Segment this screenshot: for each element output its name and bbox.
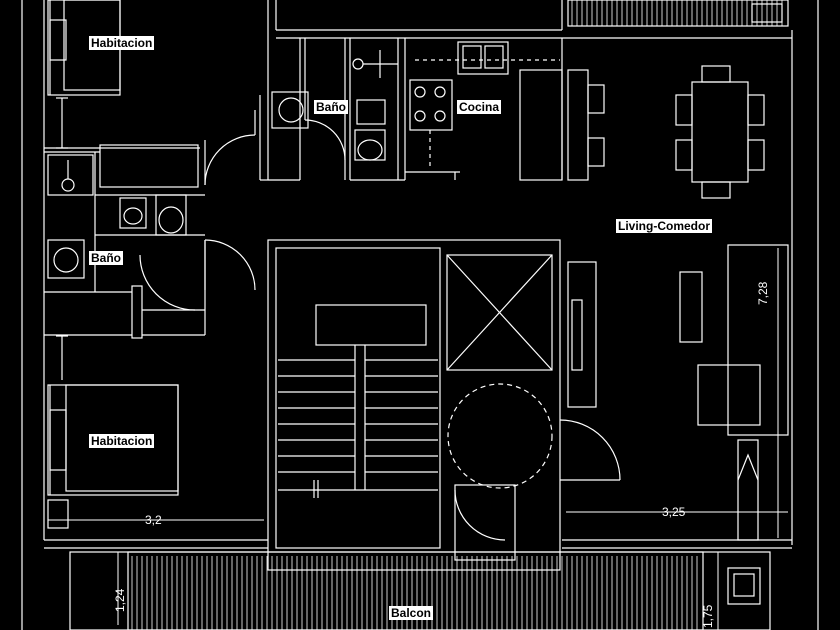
bedroom-top-furniture [47, 0, 121, 149]
dimension-balcony-left: 1,24 [113, 588, 127, 612]
dimension-living-width: 3,25 [662, 505, 686, 519]
stairwell [267, 239, 561, 571]
elevator-shaft [446, 254, 621, 561]
dimension-living-depth: 7,28 [756, 281, 770, 305]
exterior-walls [21, 0, 819, 630]
room-label-bedroom-bottom: Habitacion [89, 434, 155, 448]
interior-walls [44, 38, 460, 339]
room-label-kitchen: Cocina [457, 100, 502, 114]
living-furniture [679, 244, 789, 541]
bathroom-top-fixtures [271, 50, 398, 161]
room-label-balcony: Balcon [389, 606, 434, 620]
bedroom-bottom-furniture [47, 335, 179, 529]
room-label-bath-left: Baño [89, 251, 123, 265]
bathroom-left-fixtures [47, 154, 187, 279]
kitchen-fixtures [409, 38, 605, 181]
dimension-balcony-right: 1,75 [701, 604, 715, 628]
dining-table [675, 65, 765, 199]
top-balcony [567, 0, 789, 27]
dimension-bedroom-width: 3,2 [145, 513, 162, 527]
room-label-bedroom-top: Habitacion [89, 36, 155, 50]
room-label-living: Living-Comedor [616, 219, 712, 233]
bottom-balcony [69, 551, 771, 630]
dimension-lines [48, 248, 788, 630]
room-label-bath-top: Baño [314, 100, 348, 114]
